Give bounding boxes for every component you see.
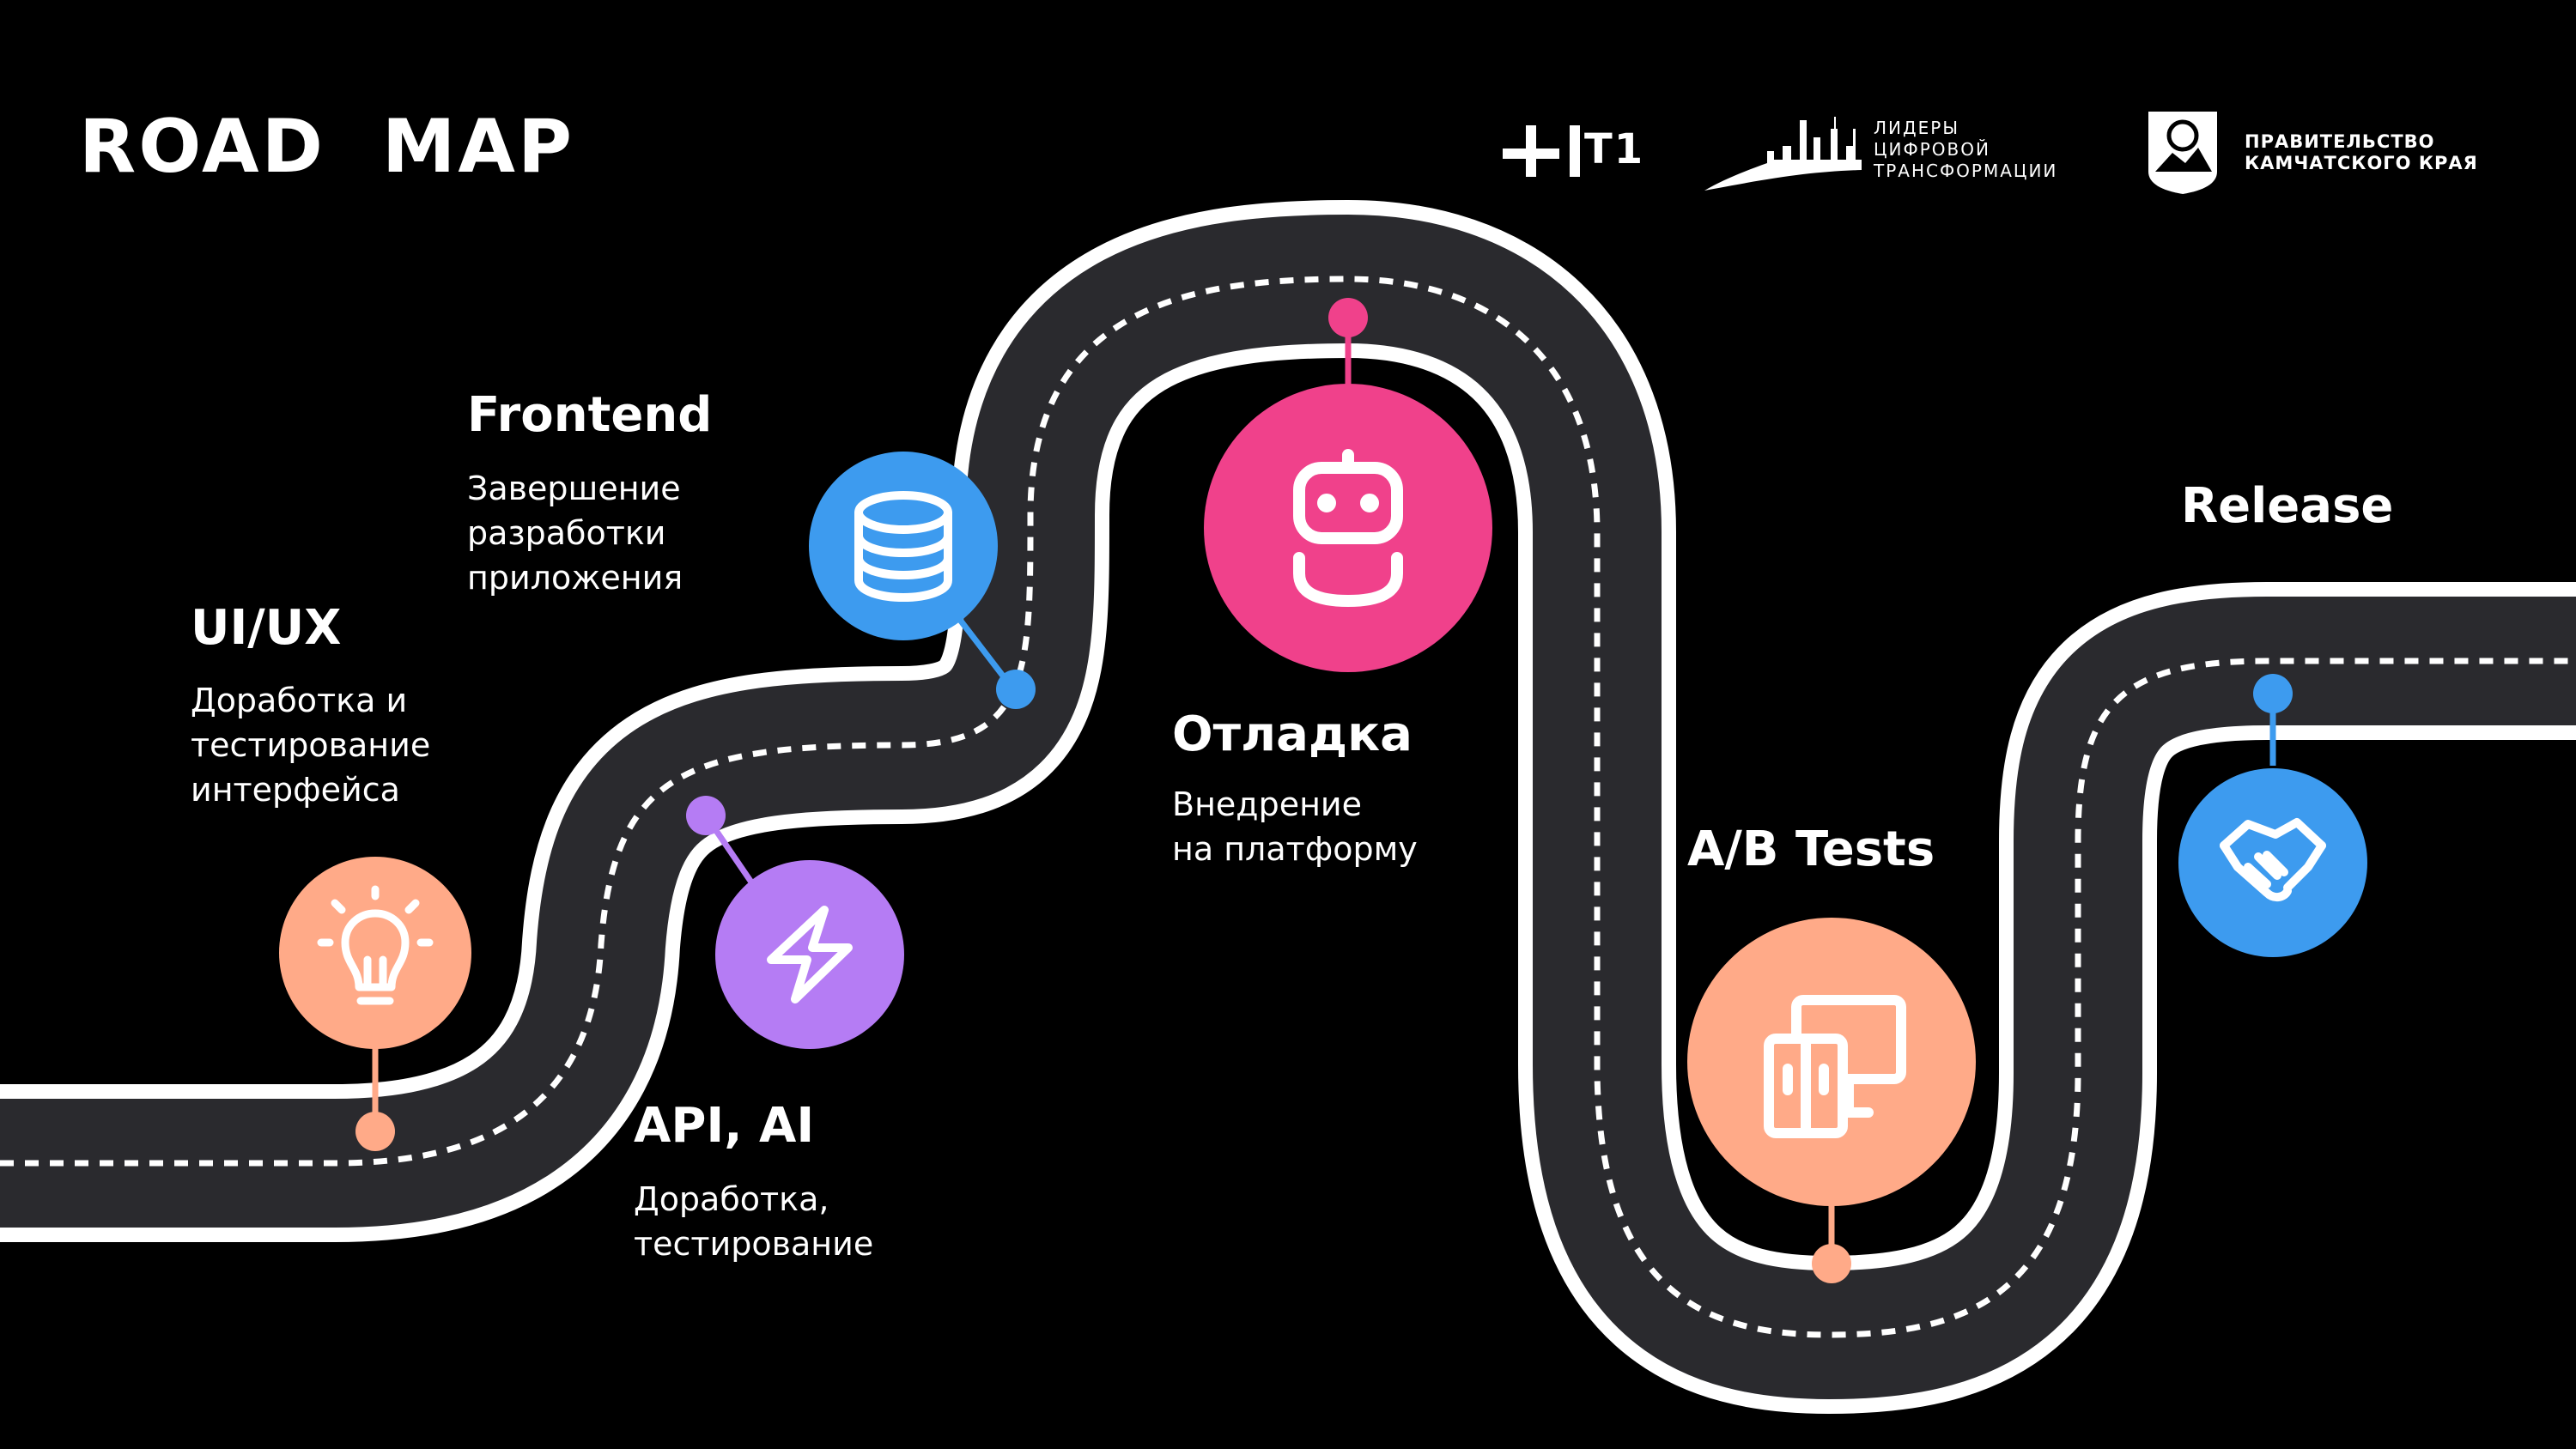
road bbox=[0, 199, 2576, 1415]
stage-frontend-description: Завершение разработки приложения bbox=[467, 470, 683, 597]
stage-uiux-marker bbox=[279, 857, 471, 1151]
stage-api-ai-description: Доработка, тестирование bbox=[634, 1180, 874, 1263]
stage-release-marker bbox=[2178, 674, 2367, 957]
stage-api-ai-title: API, AI bbox=[634, 1098, 815, 1154]
robot-icon bbox=[1293, 449, 1403, 607]
stage-ab-tests-title: A/B Tests bbox=[1687, 822, 1935, 877]
stage-otladka-marker bbox=[1204, 298, 1492, 672]
t1-logo bbox=[1503, 125, 1580, 177]
stage-otladka-title: Отладка bbox=[1172, 706, 1413, 762]
stage-release-title: Release bbox=[2181, 478, 2394, 534]
stage-frontend-marker bbox=[809, 452, 1036, 709]
handshake-icon bbox=[2220, 818, 2326, 901]
leaders-logo-text: ЛИДЕРЫ ЦИФРОВОЙ ТРАНСФОРМАЦИИ bbox=[1874, 118, 2058, 181]
stage-uiux-title: UI/UX bbox=[191, 600, 342, 656]
stage-otladka-description: Внедрение на платформу bbox=[1172, 785, 1418, 868]
leaders-logo-skyline bbox=[1704, 117, 1862, 191]
government-logo-crest bbox=[2148, 112, 2217, 194]
lightbulb-icon bbox=[317, 885, 434, 1005]
stage-uiux-description: Доработка и тестирование интерфейса bbox=[191, 682, 431, 809]
t1-logo-label: T1 bbox=[1584, 125, 1645, 173]
stage-frontend-title: Frontend bbox=[467, 387, 713, 443]
lightning-icon bbox=[767, 906, 853, 1003]
government-logo-text: ПРАВИТЕЛЬСТВО КАМЧАТСКОГО КРАЯ bbox=[2245, 131, 2478, 173]
stage-ab-tests-marker bbox=[1687, 918, 1976, 1283]
devices-icon bbox=[1764, 995, 1906, 1138]
stage-api-ai-marker bbox=[686, 796, 904, 1049]
page-title: ROAD MAP bbox=[79, 104, 575, 190]
database-icon bbox=[854, 491, 952, 603]
